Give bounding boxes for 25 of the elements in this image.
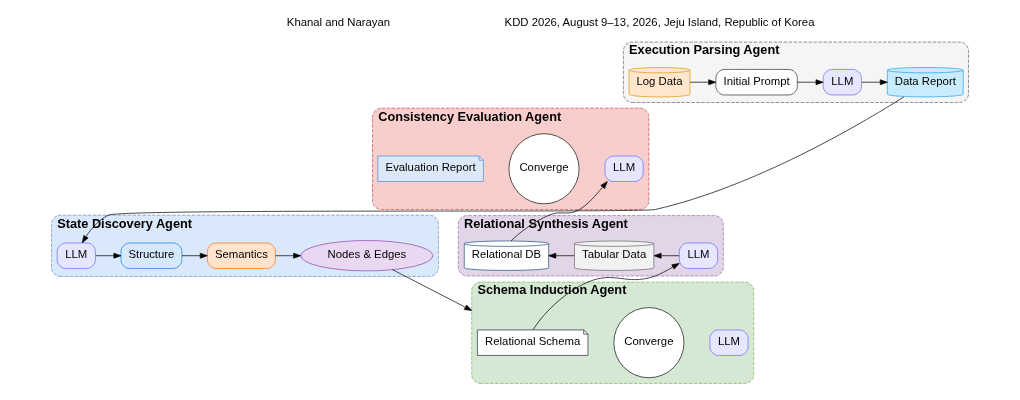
- node-box: Semantics: [207, 242, 276, 269]
- node-box: LLM: [709, 329, 749, 356]
- arrow: [689, 79, 717, 86]
- node-box: LLM: [679, 242, 718, 269]
- arrow: [392, 269, 473, 311]
- node-box: LLM: [604, 155, 644, 182]
- arrow: [861, 79, 888, 86]
- node-circle: Converge: [508, 133, 580, 205]
- arrow: [797, 79, 824, 86]
- node-box: Initial Prompt: [715, 69, 798, 96]
- arrow: [510, 181, 608, 242]
- node-box: LLM: [56, 242, 96, 269]
- node-box: LLM: [822, 69, 862, 96]
- arrow: [81, 96, 905, 244]
- node-box: Structure: [120, 242, 183, 269]
- node-ellipse: Nodes & Edges: [300, 240, 434, 272]
- arrow: [548, 252, 575, 259]
- label: KDD 2026, August 9–13, 2026, Jeju Island, Republic of Korea: [504, 16, 815, 29]
- arrow: [275, 252, 301, 259]
- label: Khanal and Narayan: [286, 16, 391, 29]
- arrow: [532, 263, 680, 331]
- arrow: [95, 252, 122, 259]
- node-circle: Converge: [613, 307, 685, 379]
- arrow: [181, 252, 208, 259]
- arrow: [653, 252, 680, 259]
